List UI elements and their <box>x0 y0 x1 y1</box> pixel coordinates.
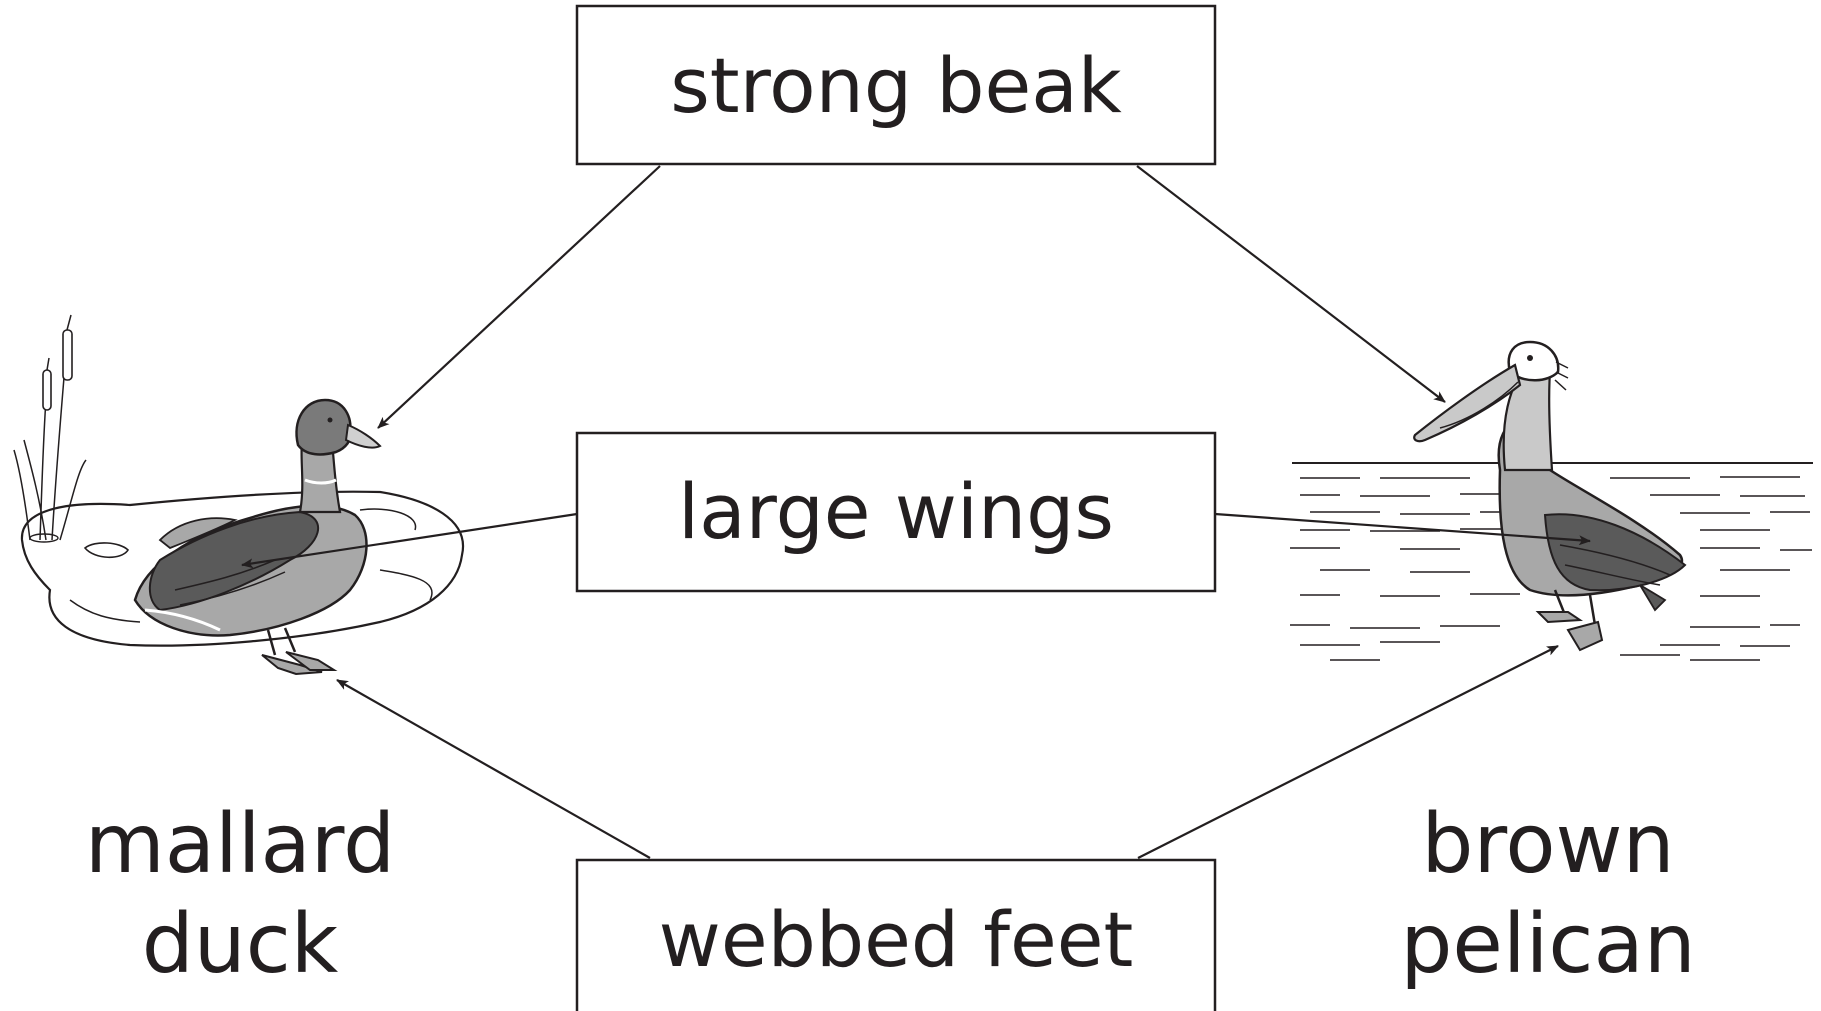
arrow-strong-beak-to-duck <box>377 165 661 429</box>
label-brown-pelican-line1: brown <box>1421 797 1674 892</box>
feature-label-large-wings: large wings <box>678 467 1114 556</box>
label-mallard-duck: mallard duck <box>85 797 395 992</box>
brown-pelican-icon <box>1290 340 1813 661</box>
feature-box-strong-beak: strong beak <box>575 4 1217 166</box>
label-mallard-duck-line1: mallard <box>85 797 395 892</box>
arrows <box>241 165 1591 859</box>
arrow-strong-beak-to-pelican <box>1136 165 1446 403</box>
arrow-large-wings-to-pelican <box>1214 512 1591 546</box>
arrow-webbed-feet-to-pelican <box>1137 645 1559 859</box>
arrow-webbed-feet-to-duck <box>336 679 651 859</box>
feature-box-webbed-feet: webbed feet <box>575 858 1217 1011</box>
feature-box-large-wings: large wings <box>575 431 1217 593</box>
feature-label-strong-beak: strong beak <box>670 41 1122 130</box>
label-brown-pelican: brown pelican <box>1400 797 1695 992</box>
label-mallard-duck-line2: duck <box>142 897 339 992</box>
label-brown-pelican-line2: pelican <box>1400 897 1695 992</box>
mallard-duck-icon <box>13 314 465 676</box>
feature-label-webbed-feet: webbed feet <box>659 895 1134 984</box>
arrow-large-wings-to-duck <box>241 512 578 569</box>
